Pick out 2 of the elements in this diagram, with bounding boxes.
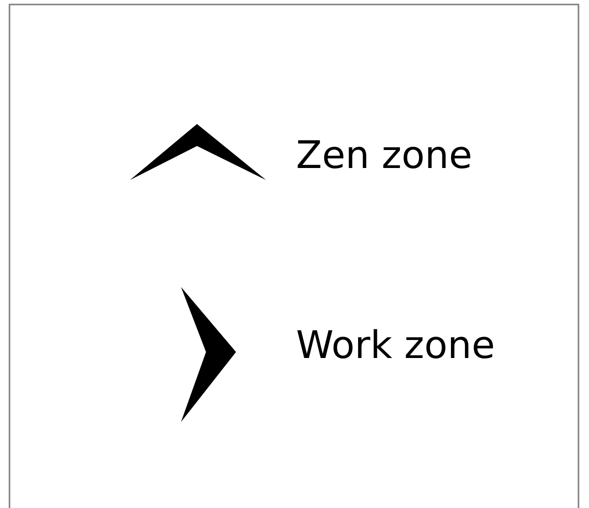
zone-label: Zen zone — [296, 136, 472, 174]
zone-label: Work zone — [296, 326, 495, 364]
